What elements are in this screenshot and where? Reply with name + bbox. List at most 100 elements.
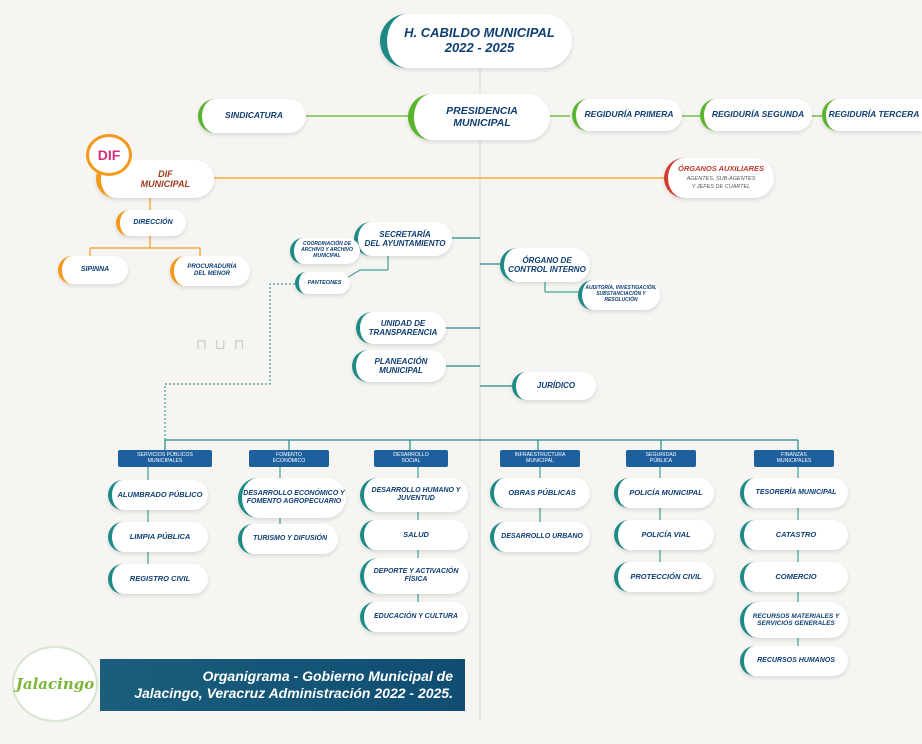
panteones-label: PANTEONES xyxy=(307,279,342,286)
dept-item-label: SALUD xyxy=(403,529,429,539)
dept-item-label: EDUCACIÓN Y CULTURA xyxy=(373,612,458,620)
auditoria-label: AUDITORÍA, INVESTIGACIÓN, SUBSTANCIACIÓN… xyxy=(585,285,657,303)
jalacingo-logo-text: Jalacingo xyxy=(15,675,95,693)
dept-item-label: ALUMBRADO PÚBLICO xyxy=(117,489,203,499)
dept-item: RECURSOS MATERIALES Y SERVICIOS GENERALE… xyxy=(740,602,848,638)
planeacion-node: PLANEACIÓN MUNICIPAL xyxy=(352,350,446,382)
dept-item: DESARROLLO ECONÓMICO Y FOMENTO AGROPECUA… xyxy=(238,478,346,518)
presidencia-line1: PRESIDENCIA xyxy=(446,104,518,117)
regiduria-primera-label: REGIDURÍA PRIMERA xyxy=(584,109,674,120)
procuraduria-line1: PROCURADURÍA xyxy=(187,264,237,271)
dept-item-label: PROTECCIÓN CIVIL xyxy=(630,571,702,581)
regiduria-tercera-node: REGIDURÍA TERCERA xyxy=(822,99,922,131)
dif-municipal-node: DIF MUNICIPAL xyxy=(96,160,214,198)
dept-item-label: DESARROLLO ECONÓMICO Y FOMENTO AGROPECUA… xyxy=(243,489,345,505)
dept-item: TESORERÍA MUNICIPAL xyxy=(740,478,848,508)
regiduria-primera-node: REGIDURÍA PRIMERA xyxy=(572,99,682,131)
dept-item-label: POLICÍA MUNICIPAL xyxy=(629,487,703,497)
dif-line2: MUNICIPAL xyxy=(140,179,190,189)
organos-auxiliares-node: ÓRGANOS AUXILIARES AGENTES, SUB-AGENTES … xyxy=(664,158,774,198)
dept-item-label: LIMPIA PÚBLICA xyxy=(129,531,191,541)
footer-line1: Organigrama - Gobierno Municipal de xyxy=(202,667,453,684)
dept-item: DESARROLLO HUMANO Y JUVENTUD xyxy=(360,478,468,512)
dept-item: RECURSOS HUMANOS xyxy=(740,646,848,676)
transparencia-line2: TRANSPARENCIA xyxy=(368,328,438,337)
header-line2: PÚBLICA xyxy=(649,457,673,464)
dept-item-label: TURISMO Y DIFUSIÓN xyxy=(252,534,328,542)
transparencia-node: UNIDAD DE TRANSPARENCIA xyxy=(356,312,446,344)
control-line2: CONTROL INTERNO xyxy=(508,265,586,274)
juridico-label: JURÍDICO xyxy=(536,381,576,391)
dept-item: LIMPIA PÚBLICA xyxy=(108,522,208,552)
presidencia-node: PRESIDENCIA MUNICIPAL xyxy=(408,94,550,140)
sindicatura-node: SINDICATURA xyxy=(198,99,306,133)
header-line1: FOMENTO xyxy=(276,451,302,458)
dept-item-label: RECURSOS MATERIALES Y SERVICIOS GENERALE… xyxy=(752,612,840,627)
dept-item-label: COMERCIO xyxy=(775,571,817,581)
sipinna-node: SIPINNA xyxy=(58,256,128,284)
dept-item-label: OBRAS PÚBLICAS xyxy=(508,487,576,497)
dept-item: PROTECCIÓN CIVIL xyxy=(614,562,714,592)
dept-item: OBRAS PÚBLICAS xyxy=(490,478,590,508)
header-line1: FINANZAS xyxy=(781,451,807,458)
header-line2: MUNICIPALES xyxy=(776,457,812,464)
header-line2: ECONÓMICO xyxy=(272,457,306,464)
direccion-label: DIRECCIÓN xyxy=(133,218,173,226)
cabildo-municipal-node: H. CABILDO MUNICIPAL 2022 - 2025 xyxy=(380,14,572,68)
dif-logo-text: DIF xyxy=(97,147,121,163)
header-line1: SERVICIOS PÚBLICOS xyxy=(137,451,193,458)
dept-item: ALUMBRADO PÚBLICO xyxy=(108,480,208,510)
regiduria-segunda-label: REGIDURÍA SEGUNDA xyxy=(711,109,805,120)
dept-item: REGISTRO CIVIL xyxy=(108,564,208,594)
dept-item: SALUD xyxy=(360,520,468,550)
dept-item-label: POLICÍA VIAL xyxy=(641,529,691,539)
coordinacion-node: COORDINACIÓN DE ARCHIVO Y ARCHIVO MUNICI… xyxy=(290,238,360,264)
sipinna-label: SIPINNA xyxy=(80,265,110,273)
secretaria-node: SECRETARÍA DEL AYUNTAMIENTO xyxy=(354,222,452,256)
watermark: ⊓ ⊔ ⊓ xyxy=(196,336,247,352)
dept-item: EDUCACIÓN Y CULTURA xyxy=(360,602,468,632)
header-line2: SOCIAL xyxy=(401,457,421,464)
header-line1: INFRAESTRUCTURA xyxy=(514,451,566,458)
dept-item: POLICÍA MUNICIPAL xyxy=(614,478,714,508)
regiduria-tercera-label: REGIDURÍA TERCERA xyxy=(828,109,920,120)
juridico-node: JURÍDICO xyxy=(512,372,596,400)
header-line1: DESARROLLO xyxy=(393,451,429,458)
organos-sub2: Y JEFES DE CUARTEL xyxy=(691,184,751,191)
dept-item: CATASTRO xyxy=(740,520,848,550)
dept-item: DEPORTE Y ACTIVACIÓN FÍSICA xyxy=(360,558,468,594)
dept-item-label: DESARROLLO URBANO xyxy=(501,532,583,540)
dept-item: COMERCIO xyxy=(740,562,848,592)
dept-item-label: TESORERÍA MUNICIPAL xyxy=(755,488,837,496)
dept-item-label: RECURSOS HUMANOS xyxy=(757,656,835,664)
dif-line1: DIF xyxy=(158,168,173,179)
transparencia-line1: UNIDAD DE xyxy=(380,318,426,328)
cabildo-years: 2022 - 2025 xyxy=(444,40,515,55)
secretaria-line1: SECRETARÍA xyxy=(379,229,431,239)
dept-item: DESARROLLO URBANO xyxy=(490,522,590,552)
direccion-node: DIRECCIÓN xyxy=(116,210,186,236)
procuraduria-node: PROCURADURÍA DEL MENOR xyxy=(170,256,250,286)
regiduria-segunda-node: REGIDURÍA SEGUNDA xyxy=(700,99,812,131)
dept-item: TURISMO Y DIFUSIÓN xyxy=(238,524,338,554)
control-line1: ÓRGANO DE xyxy=(522,255,572,265)
planeacion-line2: MUNICIPAL xyxy=(379,366,423,375)
organos-sub1: AGENTES, SUB-AGENTES xyxy=(686,176,756,182)
dif-logo: DIF xyxy=(86,134,132,176)
secretaria-line2: DEL AYUNTAMIENTO xyxy=(364,239,446,248)
presidencia-line2: MUNICIPAL xyxy=(453,117,511,129)
procuraduria-line2: DEL MENOR xyxy=(194,271,230,277)
footer-line2: Jalacingo, Veracruz Administración 2022 … xyxy=(134,685,453,701)
dept-item-label: CATASTRO xyxy=(775,529,817,539)
dept-item-label: DESARROLLO HUMANO Y JUVENTUD xyxy=(371,486,461,502)
auditoria-node: AUDITORÍA, INVESTIGACIÓN, SUBSTANCIACIÓN… xyxy=(578,280,660,310)
cabildo-title: H. CABILDO MUNICIPAL xyxy=(404,25,555,41)
coordinacion-label: COORDINACIÓN DE ARCHIVO Y ARCHIVO MUNICI… xyxy=(301,241,353,259)
header-line2: MUNICIPAL xyxy=(526,457,554,464)
